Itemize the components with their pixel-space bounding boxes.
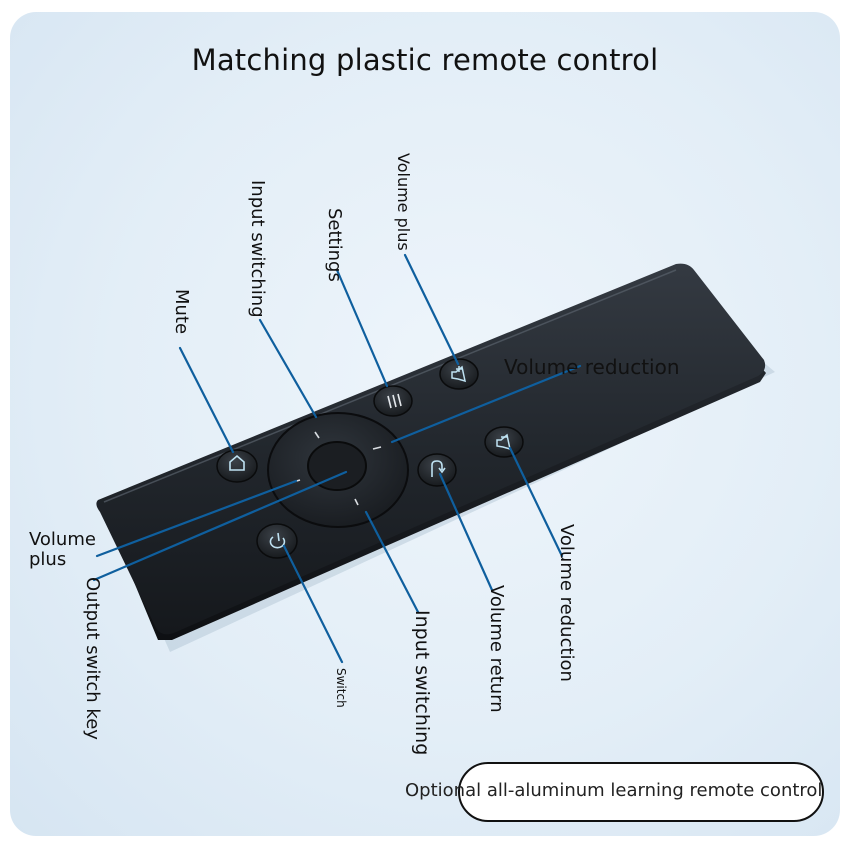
leader-input-switching-top [258,318,318,419]
leader-volume-reduction-v [508,446,564,558]
volume-down-icon [496,433,511,451]
label-volume-plus-left-line2: plus [29,549,66,570]
leader-volume-plus-top [403,253,460,366]
page-title: Matching plastic remote control [191,43,659,77]
label-volume-return: Volume return [486,585,507,713]
leader-volume-reduction-h [390,364,582,444]
leader-volume-plus-left [95,479,298,558]
label-volume-reduction-h: Volume reduction [504,355,680,379]
remote-body [96,263,766,635]
optional-remote-badge-text: Optional all-aluminum learning remote co… [405,780,823,801]
power-icon [269,532,286,549]
label-volume-reduction-v: Volume reduction [556,524,577,682]
mute-button[interactable] [216,449,258,483]
leader-output-switch [92,470,348,582]
leader-mute [178,346,235,454]
leader-volume-return [438,472,494,592]
power-button[interactable] [256,523,298,559]
optional-remote-badge [458,762,824,822]
volume-down-button[interactable] [484,426,524,458]
label-mute: Mute [171,289,192,334]
leader-input-switching-bottom [364,510,420,614]
leader-settings [335,268,389,388]
volume-up-icon [451,365,466,383]
volume-up-button[interactable] [439,358,479,390]
leader-lines [92,253,582,664]
label-settings: Settings [324,208,345,282]
leader-switch [282,544,344,664]
label-volume-plus-left-line1: Volume [29,529,96,550]
label-switch: Switch [334,668,348,708]
menu-icon [387,393,402,409]
home-icon [229,454,245,471]
label-input-switching-top: Input switching [247,180,268,318]
label-volume-plus-top: Volume plus [394,153,413,251]
ok-button[interactable] [307,441,367,491]
settings-button[interactable] [373,385,413,417]
label-output-switch-key: Output switch key [82,577,103,740]
label-input-switching-bottom: Input switching [411,610,433,755]
back-icon [431,460,446,477]
return-button[interactable] [417,453,457,487]
